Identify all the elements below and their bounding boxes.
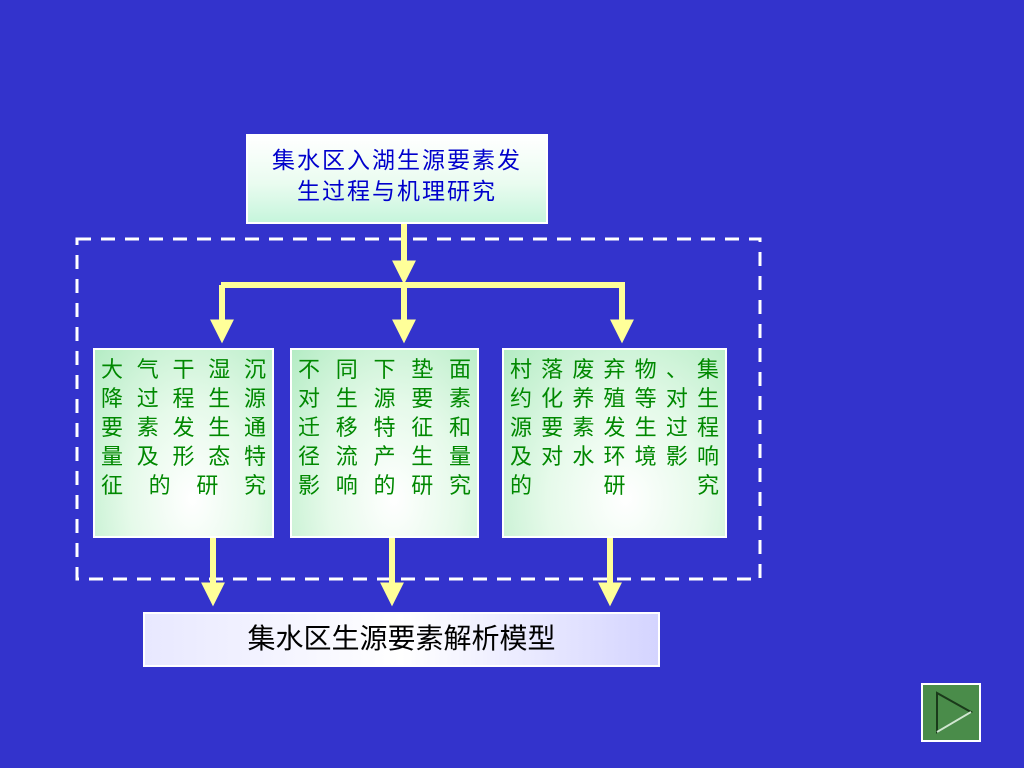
box-b-line-3: 迁移特征和 bbox=[298, 416, 471, 441]
dashed-group-border bbox=[75, 237, 762, 581]
box-c-line-3: 源要素发生过程 bbox=[510, 416, 719, 441]
box-a-line-5: 征的研究 bbox=[101, 474, 266, 499]
next-slide-button[interactable] bbox=[921, 683, 981, 742]
box-b-line-5: 影响的研究 bbox=[298, 474, 471, 499]
process-box-atmospheric: 大气干湿沉 降过程生源 要素发生通 量及形态特 征的研究 bbox=[93, 348, 274, 538]
box-b-line-1: 不同下垫面 bbox=[298, 358, 471, 383]
box-c-line-4: 及对水环境影响 bbox=[510, 445, 719, 470]
box-c-line-5: 的研究 bbox=[510, 474, 719, 499]
top-box-line-1: 集水区入湖生源要素发 bbox=[272, 148, 522, 174]
box-b-line-4: 径流产生量 bbox=[298, 445, 471, 470]
bottom-box-label: 集水区生源要素解析模型 bbox=[247, 622, 556, 655]
bottom-model-box: 集水区生源要素解析模型 bbox=[143, 612, 660, 667]
box-b-line-2: 对生源要素 bbox=[298, 387, 471, 412]
box-a-line-4: 量及形态特 bbox=[101, 445, 266, 470]
box-c-line-1: 村落废弃物、集 bbox=[510, 358, 719, 383]
process-box-surface: 不同下垫面 对生源要素 迁移特征和 径流产生量 影响的研究 bbox=[290, 348, 479, 538]
top-process-box: 集水区入湖生源要素发 生过程与机理研究 bbox=[246, 134, 548, 224]
box-a-line-1: 大气干湿沉 bbox=[101, 358, 266, 383]
box-c-line-2: 约化养殖等对生 bbox=[510, 387, 719, 412]
play-triangle-icon bbox=[936, 691, 974, 734]
top-box-line-2: 生过程与机理研究 bbox=[297, 179, 497, 205]
box-a-line-2: 降过程生源 bbox=[101, 387, 266, 412]
box-a-line-3: 要素发生通 bbox=[101, 416, 266, 441]
process-box-village: 村落废弃物、集 约化养殖等对生 源要素发生过程 及对水环境影响 的研究 bbox=[502, 348, 727, 538]
